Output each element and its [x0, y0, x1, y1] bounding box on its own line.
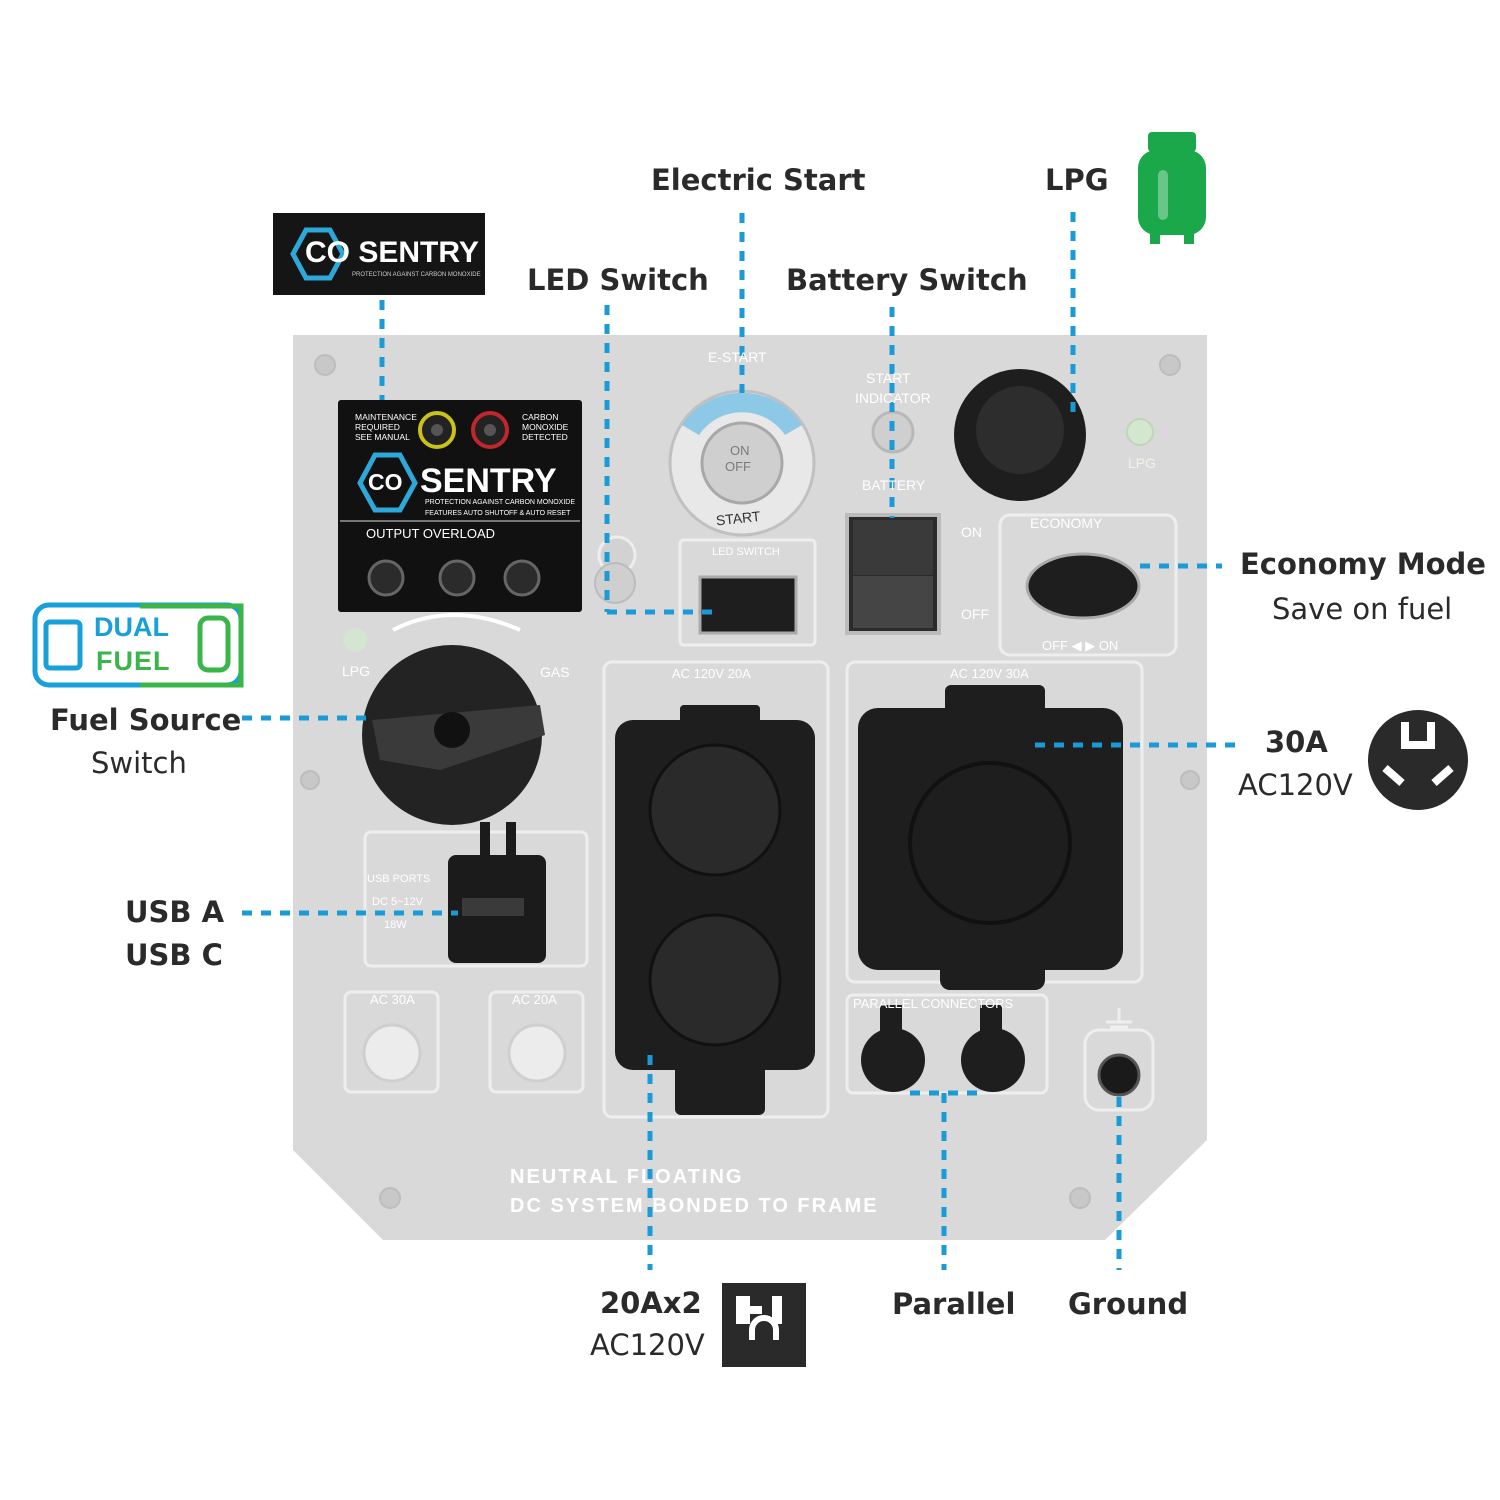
svg-text:START: START	[866, 370, 911, 386]
parallel-connector-left	[861, 1028, 925, 1092]
svg-text:DC 5~12V: DC 5~12V	[372, 896, 424, 908]
panel-labels: MAINTENANCE REQUIRED SEE MANUAL CARBON M…	[342, 349, 1156, 1217]
svg-text:ON: ON	[961, 524, 982, 540]
fuel-source-label: Fuel Source	[50, 703, 242, 737]
thirty-amp-outlet-icon	[1368, 710, 1468, 810]
svg-text:OUTPUT OVERLOAD: OUTPUT OVERLOAD	[366, 526, 495, 541]
thirty-amp-sub: AC120V	[1238, 768, 1353, 802]
svg-text:DETECTED: DETECTED	[522, 432, 568, 442]
svg-text:PARALLEL CONNECTORS: PARALLEL CONNECTORS	[853, 996, 1013, 1011]
outlet-30a-cover	[858, 708, 1123, 970]
svg-text:ECONOMY: ECONOMY	[1030, 515, 1103, 531]
breaker-20a	[507, 1023, 567, 1083]
svg-text:GAS: GAS	[540, 664, 570, 680]
svg-text:LED SWITCH: LED SWITCH	[712, 546, 780, 558]
ground-terminal	[1097, 1053, 1141, 1097]
breaker-30a	[362, 1023, 422, 1083]
svg-text:START: START	[715, 508, 761, 529]
svg-text:PROTECTION AGAINST CARBON MONO: PROTECTION AGAINST CARBON MONOXIDE	[425, 499, 575, 506]
fuel-source-sub: Switch	[91, 746, 187, 780]
svg-text:OFF: OFF	[961, 606, 989, 622]
svg-text:USB PORTS: USB PORTS	[367, 873, 430, 885]
svg-text:ON: ON	[730, 443, 750, 458]
twenty-amp-label: 20Ax2	[600, 1286, 702, 1320]
svg-text:CO: CO	[368, 469, 403, 495]
twenty-amp-sub: AC120V	[590, 1328, 705, 1362]
economy-mode-label: Economy Mode	[1240, 547, 1486, 581]
overload-buttons	[367, 559, 541, 597]
svg-text:LPG: LPG	[1128, 455, 1156, 471]
panel-screws	[300, 354, 1200, 1209]
usb-c-label: USB C	[125, 938, 223, 972]
electric-start-label: Electric Start	[651, 163, 866, 197]
dual-text: DUAL	[94, 612, 169, 642]
svg-text:DC SYSTEM BONDED TO FRAME: DC SYSTEM BONDED TO FRAME	[510, 1195, 879, 1217]
co-sentry-plate-word: SENTRY	[420, 462, 557, 500]
svg-text:E-START: E-START	[708, 349, 767, 365]
leader-lines	[242, 212, 1243, 1270]
svg-text:18W: 18W	[384, 919, 407, 931]
outlet-20a-bottom	[648, 913, 782, 1047]
ground-label: Ground	[1068, 1287, 1189, 1321]
twenty-amp-outlet-icon	[722, 1283, 806, 1367]
battery-switch-label: Battery Switch	[786, 263, 1028, 297]
led-rocker	[698, 575, 798, 635]
ground-symbol-icon	[1106, 1008, 1132, 1029]
fuel-text: FUEL	[96, 646, 171, 676]
svg-text:FEATURES AUTO SHUTOFF & AUTO R: FEATURES AUTO SHUTOFF & AUTO RESET	[425, 510, 571, 517]
economy-mode-sub: Save on fuel	[1272, 592, 1453, 626]
svg-text:LPG: LPG	[342, 663, 370, 679]
svg-text:SEE MANUAL: SEE MANUAL	[355, 432, 410, 442]
svg-text:INDICATOR: INDICATOR	[855, 390, 931, 406]
lpg-label: LPG	[1045, 163, 1109, 197]
svg-text:BATTERY: BATTERY	[862, 477, 926, 493]
co-sentry-wordmark: CO SENTRY	[305, 236, 479, 269]
co-sentry-badge	[273, 213, 485, 295]
lpg-indicator-light	[1126, 418, 1154, 446]
svg-text:OFF ◀ ▶ ON: OFF ◀ ▶ ON	[1042, 638, 1118, 653]
lpg-tank-icon	[1138, 132, 1206, 244]
svg-text:AC 120V 30A: AC 120V 30A	[950, 666, 1029, 681]
svg-text:OFF: OFF	[725, 459, 751, 474]
svg-text:NEUTRAL FLOATING: NEUTRAL FLOATING	[510, 1166, 743, 1188]
svg-text:REQUIRED: REQUIRED	[355, 422, 400, 432]
thirty-amp-label: 30A	[1265, 725, 1328, 759]
svg-text:MAINTENANCE: MAINTENANCE	[355, 412, 417, 422]
svg-text:AC 30A: AC 30A	[370, 992, 415, 1007]
outlet-20a-top	[648, 743, 782, 877]
co-sentry-badge-text: CO SENTRY PROTECTION AGAINST CARBON MONO…	[297, 236, 487, 286]
dual-fuel-badge	[32, 602, 244, 688]
svg-text:CARBON: CARBON	[522, 412, 558, 422]
svg-text:AC 20A: AC 20A	[512, 992, 557, 1007]
led-switch-label: LED Switch	[527, 263, 709, 297]
parallel-connector-right	[961, 1028, 1025, 1092]
parallel-label: Parallel	[892, 1287, 1016, 1321]
usb-a-label: USB A	[125, 895, 225, 929]
svg-text:AC 120V 20A: AC 120V 20A	[672, 666, 751, 681]
economy-rocker	[1025, 552, 1141, 620]
svg-text:MONOXIDE: MONOXIDE	[522, 422, 569, 432]
co-sentry-tagline: PROTECTION AGAINST CARBON MONOXIDE	[352, 272, 481, 278]
